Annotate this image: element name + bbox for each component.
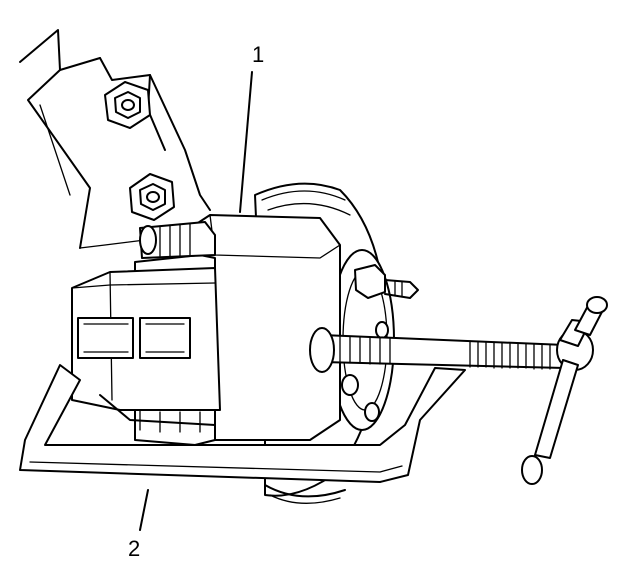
leader-line-2 xyxy=(139,489,149,531)
lower-mounting-bolt xyxy=(129,173,175,221)
callout-leaders xyxy=(139,71,253,531)
leader-line-1 xyxy=(239,71,253,213)
brake-caliper xyxy=(71,214,341,446)
callout-label-2: 2 xyxy=(128,536,140,561)
steering-knuckle xyxy=(19,29,211,249)
c-clamp-tool xyxy=(19,296,608,485)
upper-mounting-bolt xyxy=(104,81,151,129)
callout-label-1: 1 xyxy=(252,42,264,67)
